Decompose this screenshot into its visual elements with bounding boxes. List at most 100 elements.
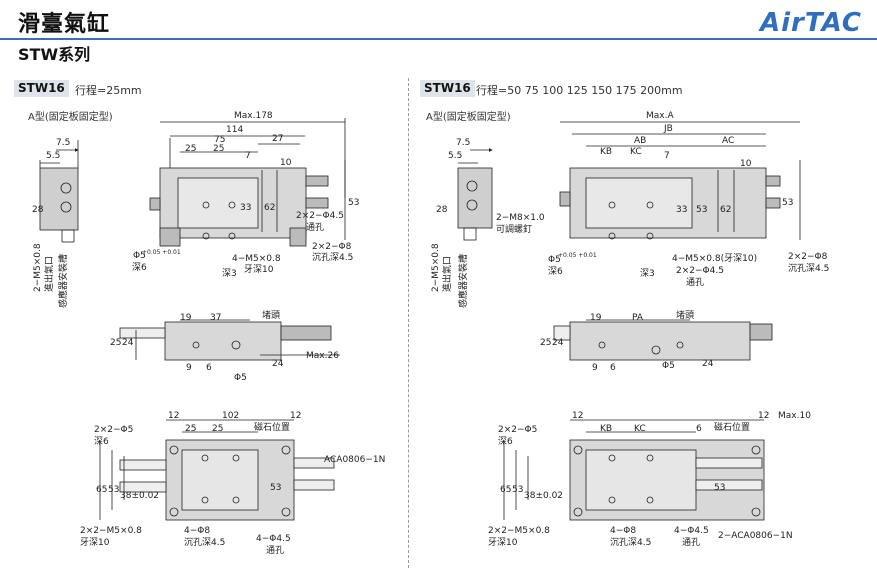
left-dim-10: 10 [280, 158, 292, 168]
right-note-depth6b: 深6 [498, 436, 513, 447]
right-note-rod: 2−ACA0806−1N [718, 531, 793, 541]
left-dim-24s: 24 [122, 338, 134, 348]
right-note-m5b: 2×2−M5×0.8 [488, 526, 550, 536]
right-dim-12b: 12 [758, 411, 769, 421]
right-note-phi8: 2×2−Φ8 [788, 252, 828, 262]
left-model-tag: STW16 [14, 80, 69, 97]
left-note-m5: 2−M5×0.8 [33, 243, 43, 292]
left-dim-7-5: 7.5 [56, 138, 70, 148]
right-dim-53: 53 [696, 205, 707, 215]
right-dim-KB2: KB [600, 424, 612, 434]
left-dim-19: 19 [180, 313, 192, 323]
left-end-block [39, 167, 79, 231]
right-note-through: 通孔 [686, 277, 704, 288]
right-dim-7-5: 7.5 [456, 138, 470, 148]
right-note-phi45b: 4−Φ4.5 [674, 526, 709, 536]
right-note-depth6: 深6 [548, 266, 563, 277]
right-dim-KC: KC [630, 147, 642, 157]
left-type: A型(固定板固定型) [28, 112, 113, 123]
right-note-phi5: Φ5 [548, 255, 561, 265]
left-dim-27: 27 [272, 134, 283, 144]
right-note-cb45b: 沉孔深4.5 [610, 537, 651, 548]
left-note-m4: 4−M5×0.8 [232, 254, 281, 264]
left-note-phi5b: Φ5 [234, 373, 247, 383]
right-note-m5bd: 牙深10 [488, 537, 518, 548]
left-note-phi8b: 4−Φ8 [184, 526, 210, 536]
right-type: A型(固定板固定型) [426, 112, 511, 123]
right-note-phi45: 2×2−Φ4.5 [676, 266, 724, 276]
series-title: STW系列 [18, 45, 91, 64]
right-dim-53c: 53 [714, 483, 725, 493]
left-dim-62: 62 [264, 203, 275, 213]
right-dim-7: 7 [664, 151, 670, 161]
left-dim-53c: 53 [270, 483, 281, 493]
left-note-tol: +0.05 +0.01 [142, 249, 181, 256]
right-dim-AB: AB [634, 136, 646, 146]
left-dim-25a: 25 [185, 144, 196, 154]
right-dim-maxA: Max.A [646, 111, 674, 121]
right-dim-53r: 53 [782, 198, 793, 208]
left-dim-7: 7 [245, 151, 251, 161]
left-note-m5bd: 牙深10 [80, 537, 110, 548]
right-dim-19: 19 [590, 313, 602, 323]
right-dim-5-5: 5.5 [448, 151, 462, 161]
right-note-m8: 2−M8×1.0 [496, 213, 545, 223]
right-note-magnet: 磁石位置 [714, 421, 750, 433]
right-dim-24s: 24 [552, 338, 564, 348]
right-body-top [569, 321, 751, 361]
right-note-m4: 4−M5×0.8(牙深10) [672, 253, 757, 264]
right-note-throughb: 通孔 [682, 537, 700, 548]
right-dim-KC2: KC [634, 424, 646, 434]
left-note-cb45b: 沉孔深4.5 [184, 537, 225, 548]
right-dim-AC: AC [722, 136, 734, 146]
left-dim-24r: 24 [272, 359, 284, 369]
right-note-inlet: 進出氣口 [441, 256, 453, 292]
right-stroke: 行程=50 75 100 125 150 175 200mm [476, 84, 683, 97]
left-dim-12b: 12 [290, 411, 301, 421]
right-note-m5: 2−M5×0.8 [431, 243, 441, 292]
left-dim-28: 28 [32, 205, 44, 215]
right-note-sensor: 感應器安裝槽 [457, 254, 469, 308]
left-dim-25b: 25 [213, 144, 224, 154]
right-dim-12a: 12 [572, 411, 583, 421]
right-end-block [457, 167, 493, 229]
left-note-magnet: 磁石位置 [254, 421, 290, 433]
right-note-phi5c: 2×2−Φ5 [498, 425, 537, 435]
left-stroke: 行程=25mm [75, 84, 142, 97]
right-dim-JB: JB [663, 124, 673, 134]
left-dim-9: 9 [186, 363, 192, 373]
left-dim-38: 38±0.02 [120, 491, 159, 501]
left-dim-25s: 25 [110, 338, 121, 348]
right-dim-KB: KB [600, 147, 612, 157]
right-dim-25s: 25 [540, 338, 551, 348]
left-dim-53b: 53 [108, 485, 119, 495]
left-note-cb45: 沉孔深4.5 [312, 252, 353, 263]
left-dim-33: 33 [240, 203, 251, 213]
left-note-inlet: 進出氣口 [43, 256, 55, 292]
left-note-through: 通孔 [306, 222, 324, 233]
left-dim-5-5: 5.5 [46, 151, 60, 161]
right-note-tol: +0.05 +0.01 [558, 252, 597, 259]
left-body-top [164, 321, 282, 361]
right-note-screw: 可調螺釘 [496, 223, 532, 235]
left-dim-53: 53 [348, 198, 359, 208]
left-dim-65: 65 [96, 485, 107, 495]
page-title: 滑臺氣缸 [18, 12, 111, 37]
left-dim-max178: Max.178 [234, 111, 273, 121]
left-dim-75: 75 [214, 135, 225, 145]
right-note-cb45: 沉孔深4.5 [788, 263, 829, 274]
left-note-phi8: 2×2−Φ8 [312, 242, 352, 252]
left-note-throughb: 通孔 [266, 545, 284, 556]
right-dim-24r: 24 [702, 359, 714, 369]
left-note-depth6b: 深6 [94, 436, 109, 447]
left-dim-25c: 25 [185, 424, 196, 434]
right-dim-10: 10 [740, 159, 752, 169]
left-note-phi45: 2×2−Φ4.5 [296, 211, 344, 221]
right-note-depth3: 深3 [640, 268, 655, 279]
right-dim-53b: 53 [512, 485, 523, 495]
right-dim-65: 65 [500, 485, 511, 495]
right-dim-38: 38±0.02 [524, 491, 563, 501]
right-dim-max10: Max.10 [778, 411, 811, 421]
right-model-tag: STW16 [420, 80, 475, 97]
